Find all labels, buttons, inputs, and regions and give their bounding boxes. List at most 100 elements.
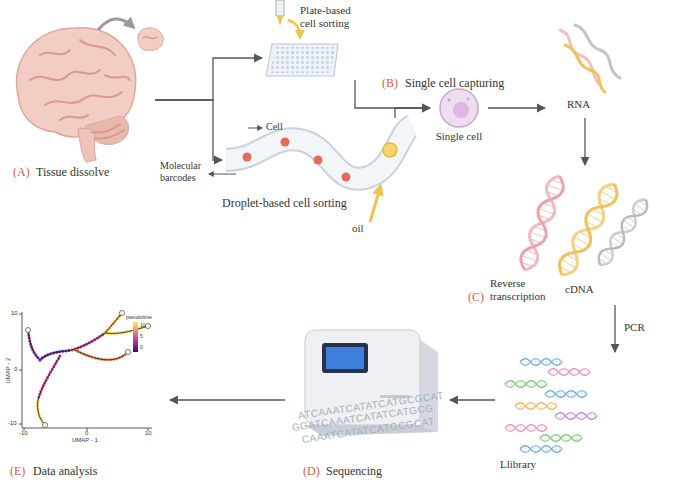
brain-illustration	[60, 115, 88, 120]
step-letter: (C)	[468, 290, 484, 304]
umap-plot	[40, 350, 72, 360]
umap-plot	[19, 314, 148, 431]
brain-illustration	[80, 40, 115, 55]
brain-illustration	[98, 19, 132, 30]
library-fragments	[555, 413, 597, 420]
umap-plot	[26, 328, 31, 333]
step-label: Plate-based cell sorting	[300, 4, 362, 30]
tick-label: 0	[14, 366, 17, 373]
cell-symbol	[440, 89, 478, 127]
cdna-helices	[595, 196, 652, 269]
analysis-step: (E) Data analysis	[3, 303, 170, 483]
umap-plot	[75, 350, 128, 360]
colorbar-tick: 10	[140, 322, 146, 328]
umap-plot	[28, 330, 40, 360]
step-label: Data analysis	[33, 464, 97, 478]
umap-plot	[126, 350, 131, 355]
colorbar-tick: 0	[140, 344, 143, 350]
rna-strands	[560, 25, 620, 92]
library-fragments	[520, 446, 562, 453]
callout-label: oil	[352, 222, 364, 235]
tick-label: -10	[19, 430, 28, 437]
brain-illustration	[40, 50, 70, 55]
brain-illustration	[105, 75, 130, 80]
step-label: Reverse transcription	[490, 277, 554, 303]
library-fragments	[515, 403, 557, 410]
step-label: Single cell capturing	[405, 76, 504, 90]
tick-label: 0	[85, 430, 88, 437]
well-plate	[288, 20, 300, 36]
droplet-tube	[243, 153, 252, 162]
brain-illustration	[95, 130, 124, 139]
axis-title: UMAP - 1	[72, 437, 98, 444]
droplet-tube	[342, 173, 351, 182]
step-letter: (B)	[382, 76, 398, 90]
droplet-tube	[226, 126, 412, 179]
flow-arrow	[584, 118, 585, 165]
flow-arrow	[488, 107, 545, 108]
step-label: Tissue dissolve	[36, 165, 109, 179]
tick-label: 10	[11, 310, 18, 317]
umap-plot	[19, 311, 152, 432]
step-label: Sequencing	[326, 464, 382, 478]
umap-plot	[28, 313, 148, 425]
single-cell: Single cell	[430, 86, 488, 146]
axis-title: UMAP - 2	[5, 358, 12, 384]
umap-plot	[28, 313, 148, 425]
droplet-tube	[209, 126, 412, 222]
flow-arrow	[450, 399, 495, 400]
cdna-helices	[517, 173, 567, 273]
cdna-step: cDNA	[505, 165, 645, 305]
colorbar-title: pseudotime	[126, 314, 152, 320]
well-plate	[266, 44, 338, 76]
brain-illustration	[30, 70, 100, 80]
umap-plot	[28, 330, 40, 360]
cell-symbol	[448, 99, 451, 102]
library-fragments	[505, 425, 547, 432]
sequencer-machine	[322, 343, 368, 373]
droplet-tube	[370, 188, 380, 222]
step-letter: (E)	[10, 464, 25, 478]
brain-illustration	[92, 124, 120, 133]
step-label: cDNA	[565, 283, 594, 296]
umap-plot	[43, 423, 48, 428]
library-fragments	[505, 381, 547, 388]
cell-symbol	[467, 98, 470, 101]
cell-symbol	[453, 102, 469, 118]
umap-plot	[22, 312, 152, 428]
sequencer-machine	[326, 347, 364, 369]
rna-strands	[565, 45, 605, 92]
library-fragments	[548, 369, 590, 376]
droplet-tube	[248, 128, 262, 129]
droplet-sorting: Droplet-based cell sorting	[222, 118, 412, 215]
droplet-tube	[226, 126, 412, 179]
rna-strands	[575, 25, 620, 78]
step-label: RNA	[567, 98, 590, 111]
brain-illustration	[143, 37, 157, 39]
droplet-tube	[281, 138, 290, 147]
library-fragments	[505, 359, 597, 453]
callout-label: Molecular barcodes	[160, 160, 210, 184]
droplet-tube	[209, 174, 236, 175]
rna-strands	[560, 30, 600, 85]
step-letter: (A)	[13, 165, 30, 179]
tick-label: 10	[145, 430, 152, 437]
colorbar-tick: 5	[140, 333, 143, 339]
flow-arrow	[170, 399, 285, 400]
umap-plot	[133, 322, 138, 352]
umap-plot	[38, 356, 60, 400]
well-plate	[276, 0, 284, 16]
brain-illustration	[138, 28, 163, 51]
droplet-tube	[383, 143, 397, 157]
umap-plot	[72, 333, 105, 350]
library-fragments	[520, 359, 562, 366]
umap-plot	[26, 311, 151, 428]
tick-label: -10	[8, 420, 17, 427]
edge-label: PCR	[624, 321, 645, 334]
flow-arrow	[155, 58, 262, 100]
callout-label: Cell	[266, 121, 283, 133]
well-plate	[277, 16, 283, 26]
well-plate	[270, 47, 335, 73]
plate-sorting: Plate-based cell sorting	[262, 0, 372, 80]
